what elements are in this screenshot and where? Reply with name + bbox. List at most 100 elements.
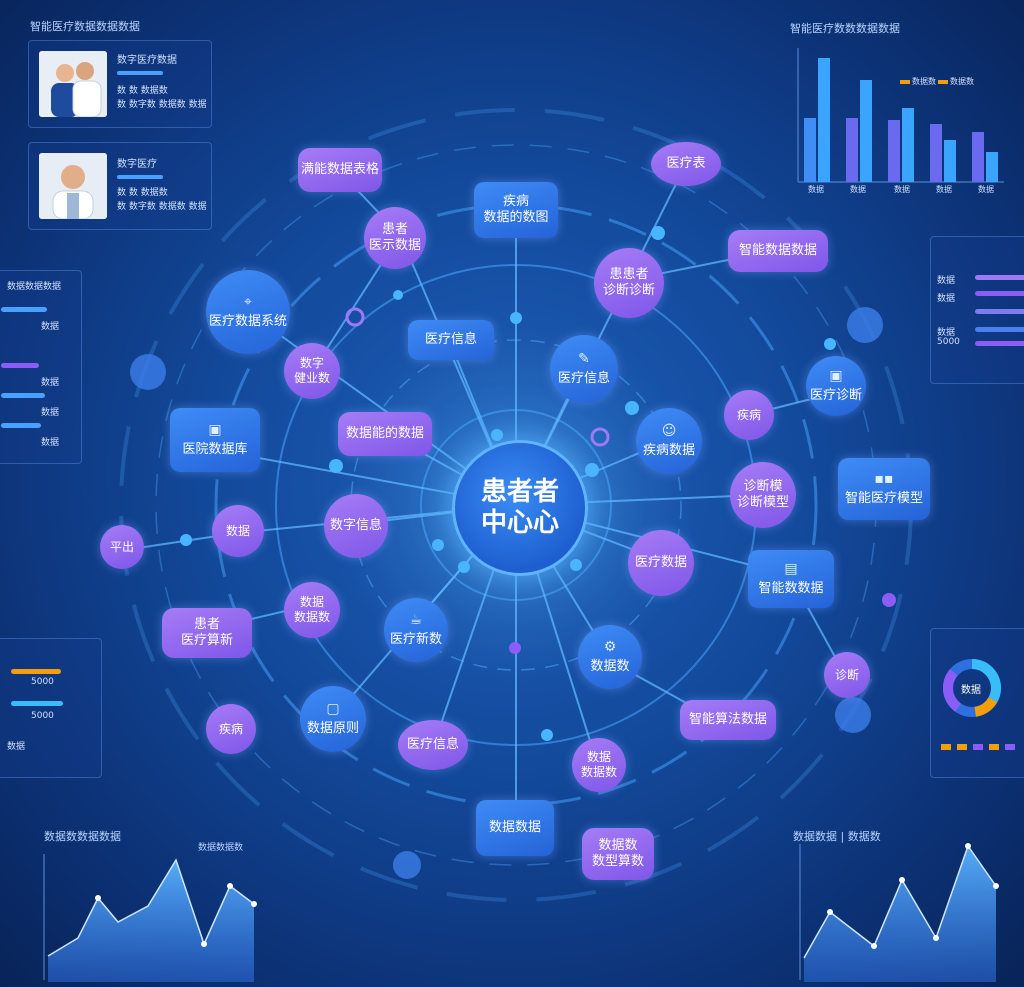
node-label: 数据原则 — [306, 720, 359, 736]
node-label: 数据数 — [590, 658, 630, 674]
left-low-val-2: 5000 — [31, 711, 54, 721]
profile-name-1: 数字医疗数据 — [117, 55, 177, 66]
bar-2a — [846, 118, 858, 182]
diagram-node-29[interactable]: 疾病 — [206, 704, 256, 754]
legend-label-2: 数据数 — [950, 77, 974, 86]
node-icon: ▢ — [326, 701, 340, 718]
diagram-node-32[interactable]: 数据 数据数 — [572, 738, 626, 792]
bottom-left-area-chart — [43, 854, 257, 982]
diagram-node-13[interactable]: 疾病 — [724, 390, 774, 440]
doctor-avatar-2 — [39, 153, 107, 219]
node-icon: ☕ — [409, 612, 423, 629]
node-label: 智能医疗模型 — [844, 490, 923, 506]
diagram-node-8[interactable]: 医疗信息 — [408, 320, 494, 360]
right-mid-label-3: 数据 — [937, 328, 956, 338]
profile-line2-2: 数 数字数 数据数 数据 — [117, 202, 207, 212]
node-label: 诊断 — [834, 667, 859, 682]
bar-5b — [986, 152, 998, 182]
diagram-node-31[interactable]: 医疗信息 — [398, 720, 468, 770]
left-top-title: 智能医疗数据数据数据 — [30, 20, 140, 33]
node-label: 数据数 数型算数 — [591, 837, 644, 869]
node-label: 智能数据数据 — [738, 242, 817, 258]
bottom-left-title: 数据数数据数据 — [44, 830, 121, 843]
right-mid-bar-3 — [975, 309, 1024, 314]
diagram-node-19[interactable]: 数字信息 — [324, 494, 388, 558]
diagram-node-34[interactable]: 数据数 数型算数 — [582, 828, 654, 880]
node-label: 医疗信息 — [557, 370, 610, 386]
bar-2b — [860, 80, 872, 182]
diagram-node-27[interactable]: 诊断 — [824, 652, 870, 698]
center-line-2: 中心心 — [480, 508, 559, 538]
bar-1b — [818, 58, 830, 182]
profile-card-2[interactable]: 数字医疗 数 数 数据数 数 数字数 数据数 数据 — [28, 142, 212, 230]
legend-swatch-1 — [900, 80, 910, 84]
diagram-node-14[interactable]: ▣医院数据库 — [170, 408, 260, 472]
node-label: 疾病数据 — [642, 442, 695, 458]
diagram-node-15[interactable]: ☺ 疾病数据 — [636, 408, 702, 474]
left-mid-bar-1 — [1, 307, 47, 312]
node-label: 患患者 诊断诊断 — [602, 266, 655, 298]
diagram-node-11[interactable]: ▣ 医疗诊断 — [806, 356, 866, 416]
node-label: 智能算法数据 — [688, 711, 767, 727]
left-low-val-3: 数据 — [7, 742, 26, 752]
right-bar-svg — [797, 48, 1004, 183]
diagram-node-20[interactable]: 医疗数据 — [628, 530, 694, 596]
donut-legend — [941, 735, 1024, 750]
node-label: 医疗诊断 — [809, 387, 862, 403]
diagram-node-12[interactable]: 数据能的数据 — [338, 412, 432, 456]
profile-card-1[interactable]: 数字医疗数据 数 数 数据数 数 数字数 数据数 数据 — [28, 40, 212, 128]
axis-label-2: 数据 — [850, 185, 866, 194]
diagram-node-22[interactable]: 平出 — [100, 525, 144, 569]
connector-dots — [180, 226, 836, 741]
node-label: 数字信息 — [329, 517, 382, 533]
diagram-node-4[interactable]: 患者 医示数据 — [364, 207, 426, 269]
right-mid-label-1: 数据 — [937, 276, 956, 286]
diagram-node-33[interactable]: 数据数据 — [476, 800, 554, 856]
node-label: 医疗信息 — [424, 331, 477, 347]
diagram-node-10[interactable]: 数字 健业数 — [284, 343, 340, 399]
axis-label-3: 数据 — [894, 185, 910, 194]
diagram-node-25[interactable]: ☕ 医疗新数 — [384, 598, 448, 662]
left-mid-bar-3 — [1, 393, 45, 398]
center-line-1: 患者者 — [480, 476, 559, 507]
diagram-node-16[interactable]: 诊断模 诊断模型 — [730, 462, 796, 528]
diagram-node-21[interactable]: ▤智能数数据 — [748, 550, 834, 608]
diagram-node-24[interactable]: 数据 数据数 — [284, 582, 340, 638]
donut-chart — [943, 659, 1001, 717]
right-mid-bar-2 — [975, 291, 1024, 296]
patient-center-node[interactable]: 患者者 中心心 — [452, 440, 588, 576]
node-icon: ▣ — [829, 368, 843, 385]
profile-line2-1: 数 数字数 数据数 数据 — [117, 100, 207, 110]
diagram-node-3[interactable]: 医疗表 — [651, 142, 721, 186]
bar-4a — [930, 124, 942, 182]
node-label: 医疗新数 — [389, 631, 442, 647]
left-mid-bar-2 — [1, 363, 39, 368]
bottom-right-area-chart — [799, 843, 999, 982]
left-low-bar-2 — [11, 701, 63, 706]
diagram-node-2[interactable]: 疾病 数据的数图 — [474, 182, 558, 238]
diagram-node-5[interactable]: 智能数据数据 — [728, 230, 828, 272]
diagram-node-1[interactable]: 满能数据表格 — [298, 148, 382, 192]
diagram-node-17[interactable]: ▪▪智能医疗模型 — [838, 458, 930, 520]
diagram-node-6[interactable]: 患患者 诊断诊断 — [594, 248, 664, 318]
bar-4b — [944, 140, 956, 182]
diagram-node-26[interactable]: ⚙数据数 — [578, 625, 642, 689]
profile-line1-2: 数 数 数据数 — [117, 188, 168, 198]
node-label: 疾病 — [218, 721, 243, 736]
diagram-node-28[interactable]: 智能算法数据 — [680, 700, 776, 740]
node-icon: ▤ — [784, 561, 798, 578]
diagram-node-7[interactable]: ⌖医疗数据系统 — [206, 270, 290, 354]
diagram-node-9[interactable]: ✎医疗信息 — [550, 335, 618, 403]
node-label: 数据能的数据 — [345, 425, 424, 441]
diagram-node-18[interactable]: 数据 — [212, 505, 264, 557]
node-icon: ☺ — [661, 423, 677, 440]
left-mid-title: 数据数据数据 — [7, 282, 62, 292]
axis-label-4: 数据 — [936, 185, 952, 194]
left-mid-val-4: 数据 — [41, 438, 60, 448]
left-mid-val-2: 数据 — [41, 378, 60, 388]
node-label: 数据 数据数 — [580, 750, 617, 779]
node-label: 满能数据表格 — [300, 161, 379, 177]
right-mid-panel: 数据 数据 数据 5000 — [930, 236, 1024, 384]
diagram-node-30[interactable]: ▢ 数据原则 — [300, 686, 366, 752]
diagram-node-23[interactable]: 患者 医疗算新 — [162, 608, 252, 658]
